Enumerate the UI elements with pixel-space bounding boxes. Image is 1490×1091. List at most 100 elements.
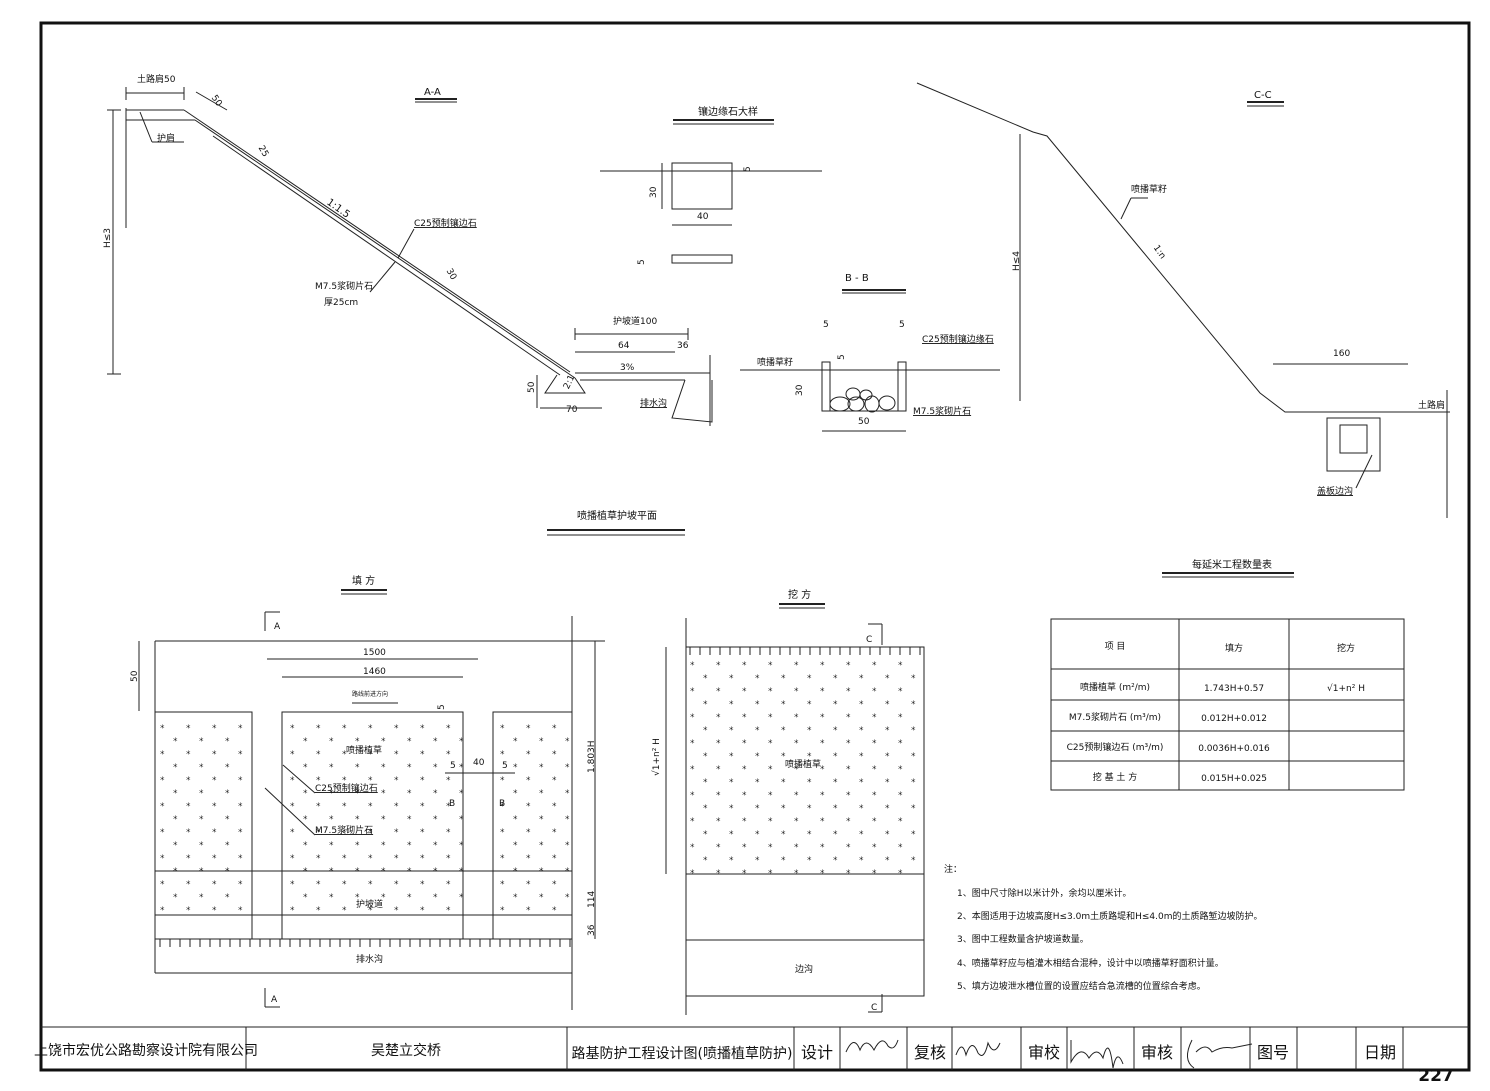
grass-symbol: ⁎ bbox=[526, 903, 531, 913]
grass-symbol: ⁎ bbox=[755, 853, 760, 863]
grass-symbol: ⁎ bbox=[433, 864, 438, 874]
grass-symbol: ⁎ bbox=[781, 697, 786, 707]
quantity-table: 每延米工程数量表 项 目 填方 挖方 喷播植草 (m²/m) 1.743H+0.… bbox=[1050, 558, 1405, 791]
grass-symbol: ⁎ bbox=[820, 840, 825, 850]
grass-symbol: ⁎ bbox=[186, 851, 191, 861]
grass-symbol: ⁎ bbox=[199, 864, 204, 874]
grass-symbol: ⁎ bbox=[394, 851, 399, 861]
note-item: 3、图中工程数量含护坡道数量。 bbox=[957, 933, 1089, 945]
fill-dim-114: 114 bbox=[587, 891, 597, 908]
cc-shoulder-label: 土路肩 bbox=[1418, 399, 1445, 411]
table-header-item: 项 目 bbox=[1105, 641, 1126, 652]
grass-symbol: ⁎ bbox=[716, 814, 721, 824]
grass-symbol: ⁎ bbox=[225, 838, 230, 848]
grass-symbol: ⁎ bbox=[911, 671, 916, 681]
grass-symbol: ⁎ bbox=[355, 812, 360, 822]
grass-symbol: ⁎ bbox=[781, 853, 786, 863]
table-row-fill: 1.743H+0.57 bbox=[1204, 684, 1264, 694]
grass-symbol: ⁎ bbox=[703, 827, 708, 837]
grass-symbol: ⁎ bbox=[768, 736, 773, 746]
note-item: 1、图中尺寸除H以米计外，余均以厘米计。 bbox=[957, 887, 1132, 899]
grass-symbol: ⁎ bbox=[716, 684, 721, 694]
grass-symbol: ⁎ bbox=[225, 864, 230, 874]
grass-symbol: ⁎ bbox=[173, 760, 178, 770]
grass-symbol: ⁎ bbox=[225, 890, 230, 900]
grass-symbol: ⁎ bbox=[703, 775, 708, 785]
grass-symbol: ⁎ bbox=[316, 747, 321, 757]
grass-symbol: ⁎ bbox=[238, 877, 243, 887]
table-row-fill: 0.015H+0.025 bbox=[1201, 774, 1267, 784]
grass-symbol: ⁎ bbox=[433, 786, 438, 796]
grass-symbol: ⁎ bbox=[703, 801, 708, 811]
grass-symbol: ⁎ bbox=[368, 799, 373, 809]
section-cc-title: C-C bbox=[1254, 90, 1272, 101]
grass-symbol: ⁎ bbox=[420, 825, 425, 835]
guard-shoulder-label: 护肩 bbox=[157, 132, 175, 144]
grass-symbol: ⁎ bbox=[781, 801, 786, 811]
cut-plan-title: 挖 方 bbox=[788, 588, 811, 601]
grass-symbol: ⁎ bbox=[565, 734, 570, 744]
grass-symbol: ⁎ bbox=[565, 786, 570, 796]
grass-symbol: ⁎ bbox=[539, 838, 544, 848]
grass-symbol: ⁎ bbox=[186, 903, 191, 913]
grass-symbol: ⁎ bbox=[755, 697, 760, 707]
page-number: 227 bbox=[1418, 1066, 1454, 1086]
grass-symbol: ⁎ bbox=[407, 786, 412, 796]
grass-symbol: ⁎ bbox=[329, 838, 334, 848]
grass-symbol: ⁎ bbox=[212, 877, 217, 887]
grass-symbol: ⁎ bbox=[552, 721, 557, 731]
grass-symbol: ⁎ bbox=[212, 799, 217, 809]
dim-64: 64 bbox=[618, 341, 630, 351]
grass-symbol: ⁎ bbox=[500, 721, 505, 731]
grass-symbol: ⁎ bbox=[565, 838, 570, 848]
grass-symbol: ⁎ bbox=[290, 799, 295, 809]
sheet-border bbox=[39, 21, 1471, 1072]
grass-symbol: ⁎ bbox=[885, 827, 890, 837]
curb-detail-title: 镶边缘石大样 bbox=[698, 105, 758, 118]
cc-ditch-label: 盖板边沟 bbox=[1317, 485, 1353, 497]
grass-symbol: ⁎ bbox=[316, 903, 321, 913]
grass-symbol: ⁎ bbox=[225, 786, 230, 796]
grass-symbol: ⁎ bbox=[885, 801, 890, 811]
grass-symbol: ⁎ bbox=[807, 671, 812, 681]
grass-symbol: ⁎ bbox=[381, 786, 386, 796]
grass-symbol: ⁎ bbox=[394, 799, 399, 809]
grass-symbol: ⁎ bbox=[846, 762, 851, 772]
grass-symbol: ⁎ bbox=[690, 762, 695, 772]
fill-dim-height: 1.803H bbox=[587, 740, 597, 773]
cut-plan: 挖 方 C √1+n² H ⁎⁎⁎⁎⁎⁎⁎⁎⁎⁎⁎⁎⁎⁎⁎⁎⁎⁎⁎⁎⁎⁎⁎⁎⁎⁎… bbox=[651, 588, 925, 1015]
grass-symbol: ⁎ bbox=[781, 723, 786, 733]
dim-36: 36 bbox=[677, 341, 689, 351]
grass-symbol: ⁎ bbox=[513, 890, 518, 900]
grass-symbol: ⁎ bbox=[539, 760, 544, 770]
table-row-item: C25预制镶边石 (m³/m) bbox=[1067, 741, 1164, 753]
grass-symbol: ⁎ bbox=[342, 773, 347, 783]
grass-symbol: ⁎ bbox=[381, 812, 386, 822]
grass-symbol: ⁎ bbox=[303, 838, 308, 848]
fill-plan-title: 填 方 bbox=[352, 574, 375, 587]
grass-symbol: ⁎ bbox=[342, 747, 347, 757]
grass-symbol: ⁎ bbox=[755, 671, 760, 681]
fill-dim-5-b: 5 bbox=[502, 761, 508, 771]
grass-symbol: ⁎ bbox=[911, 723, 916, 733]
cut-top-ticks bbox=[689, 647, 921, 655]
drawing-title: 路基防护工程设计图(喷播植草防护) bbox=[572, 1045, 793, 1062]
grass-symbol: ⁎ bbox=[859, 801, 864, 811]
reviewer-signature bbox=[955, 1041, 1001, 1057]
cc-slope-ratio: 1:n bbox=[1151, 244, 1167, 262]
grass-symbol: ⁎ bbox=[368, 773, 373, 783]
grass-symbol: ⁎ bbox=[807, 827, 812, 837]
dim-toe-50: 50 bbox=[527, 381, 537, 393]
grass-symbol: ⁎ bbox=[755, 827, 760, 837]
grass-symbol: ⁎ bbox=[539, 864, 544, 874]
grass-symbol: ⁎ bbox=[290, 747, 295, 757]
grass-symbol: ⁎ bbox=[212, 851, 217, 861]
grass-symbol: ⁎ bbox=[212, 747, 217, 757]
grass-symbol: ⁎ bbox=[238, 747, 243, 757]
grass-symbol: ⁎ bbox=[552, 825, 557, 835]
grass-symbol: ⁎ bbox=[898, 866, 903, 876]
grass-symbol: ⁎ bbox=[703, 671, 708, 681]
grass-symbol: ⁎ bbox=[552, 773, 557, 783]
grass-symbol: ⁎ bbox=[768, 866, 773, 876]
grass-symbol: ⁎ bbox=[820, 814, 825, 824]
